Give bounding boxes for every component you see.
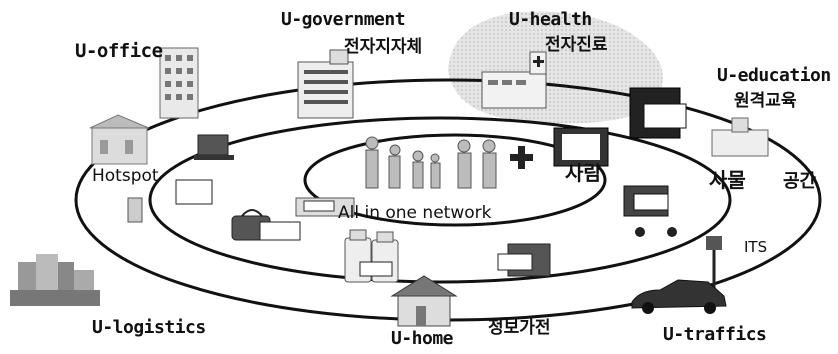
- u-home-label: U-home: [391, 328, 454, 349]
- laptop-icon: [194, 134, 234, 160]
- inner-orbit-ring: [303, 133, 607, 227]
- u-logistics-label: U-logistics: [92, 317, 206, 338]
- health-kr-label: 전자진료: [545, 35, 608, 55]
- u-office-label: U-office: [75, 40, 163, 62]
- u-traffics-label: U-traffics: [663, 324, 767, 345]
- warehouse-buildings-icon: [10, 254, 100, 306]
- tv-screen-icon: [553, 127, 609, 167]
- home-kr-label: 정보가전: [488, 318, 551, 338]
- shopping-cart-icon: [623, 185, 677, 237]
- kiosk-icon: [175, 179, 213, 205]
- appliance-icon: [497, 243, 551, 277]
- plus-icon: [510, 146, 533, 169]
- u-government-label: U-government: [281, 9, 406, 30]
- middle-orbit-ring: [148, 116, 732, 284]
- traffic-light-icon: [706, 236, 722, 292]
- house-icon: [390, 275, 458, 327]
- printer-icon: [629, 87, 687, 139]
- hotspot-label: Hotspot: [92, 166, 159, 186]
- device-icon: [295, 197, 355, 217]
- bag-icon: [231, 209, 301, 241]
- office-building-icon: [159, 47, 199, 119]
- its-label: ITS: [744, 238, 768, 256]
- phone-icon: [127, 197, 143, 223]
- hotspot-cafe-icon: [89, 114, 150, 165]
- center-network-label: All in one network: [338, 203, 492, 223]
- school-icon: [711, 117, 769, 157]
- education-kr-label: 원격교육: [734, 91, 797, 111]
- layer-space-label: 공간: [783, 171, 817, 192]
- layer-things-label: 사물: [709, 168, 746, 192]
- u-health-label: U-health: [509, 9, 592, 30]
- car-icon: [631, 279, 727, 314]
- layer-people-label: 사람: [565, 161, 602, 185]
- u-education-label: U-education: [717, 65, 831, 86]
- hospital-icon: [481, 51, 547, 109]
- government-building-icon: [297, 49, 354, 119]
- people-group-icon: [365, 136, 497, 189]
- bottles-icon: [344, 229, 399, 283]
- government-kr-label: 전자지자체: [344, 37, 423, 57]
